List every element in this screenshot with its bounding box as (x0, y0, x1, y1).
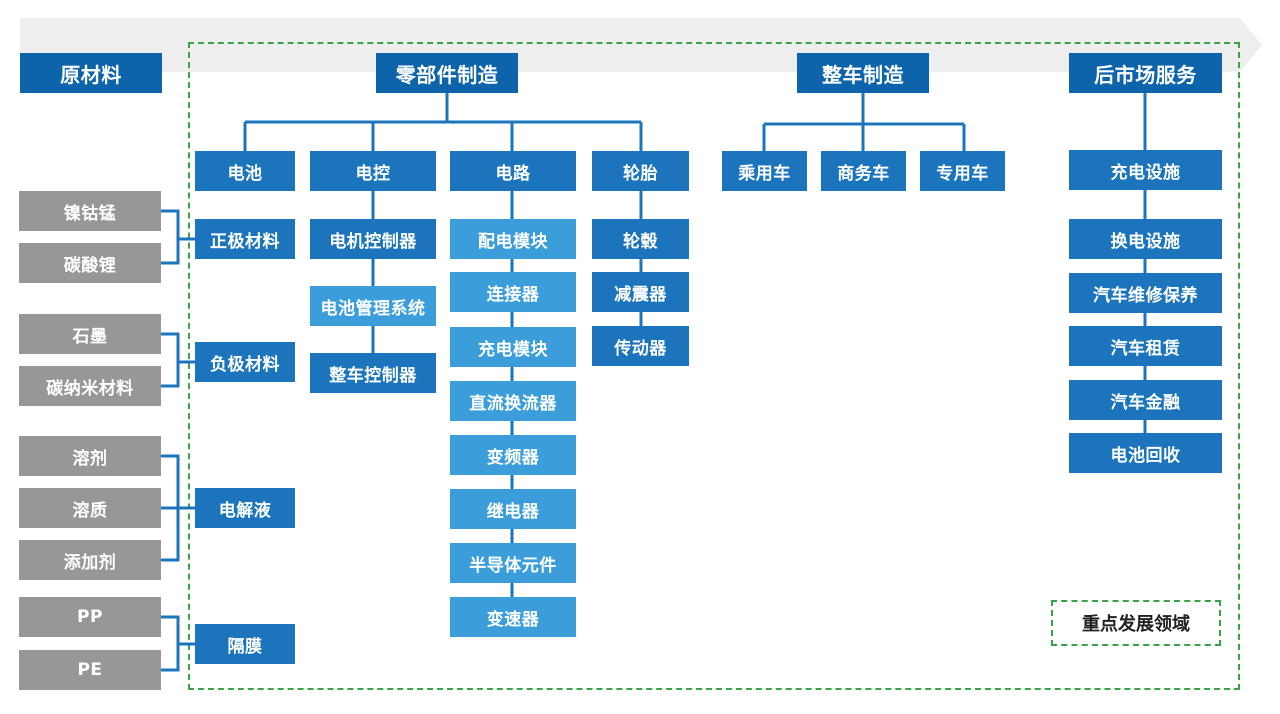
legend-focus-area: 重点发展领域 (1051, 600, 1221, 646)
raw-material-item: 镍钴锰 (19, 191, 161, 231)
raw-material-item: 添加剂 (19, 540, 161, 580)
raw-material-item: PE (19, 650, 161, 690)
circuit-item: 变速器 (450, 597, 576, 637)
aftermarket-item: 换电设施 (1069, 219, 1222, 259)
category-tire: 轮胎 (592, 151, 689, 191)
electric-control-item: 电机控制器 (310, 219, 436, 259)
header-parts-manufacturing: 零部件制造 (376, 53, 518, 93)
electric-control-item: 整车控制器 (310, 353, 436, 393)
raw-material-item: 溶剂 (19, 436, 161, 476)
battery-item: 电解液 (195, 488, 295, 528)
focus-area-frame (188, 42, 1240, 690)
raw-material-item: 碳酸锂 (19, 243, 161, 283)
tire-item: 传动器 (592, 326, 689, 366)
circuit-item: 半导体元件 (450, 543, 576, 583)
vehicle-type: 专用车 (920, 151, 1005, 191)
raw-material-item: PP (19, 597, 161, 637)
raw-material-item: 石墨 (19, 314, 161, 354)
tire-item: 轮毂 (592, 219, 689, 259)
circuit-item: 继电器 (450, 489, 576, 529)
raw-material-item: 碳纳米材料 (19, 366, 161, 406)
battery-item: 正极材料 (195, 219, 295, 259)
circuit-item: 连接器 (450, 272, 576, 312)
tire-item: 减震器 (592, 272, 689, 312)
electric-control-item: 电池管理系统 (310, 286, 436, 326)
category-electric-control: 电控 (310, 151, 436, 191)
battery-item: 隔膜 (195, 624, 295, 664)
vehicle-type: 商务车 (821, 151, 906, 191)
category-circuit: 电路 (450, 151, 576, 191)
header-aftermarket-services: 后市场服务 (1069, 53, 1222, 93)
aftermarket-item: 汽车租赁 (1069, 326, 1222, 366)
raw-material-item: 溶质 (19, 488, 161, 528)
header-raw-materials: 原材料 (20, 53, 162, 93)
circuit-item: 充电模块 (450, 327, 576, 367)
aftermarket-item: 电池回收 (1069, 433, 1222, 473)
header-vehicle-manufacturing: 整车制造 (797, 53, 929, 93)
aftermarket-item: 充电设施 (1069, 150, 1222, 190)
circuit-item: 变频器 (450, 435, 576, 475)
category-battery: 电池 (195, 151, 295, 191)
vehicle-type: 乘用车 (722, 151, 807, 191)
battery-item: 负极材料 (195, 342, 295, 382)
circuit-item: 配电模块 (450, 219, 576, 259)
aftermarket-item: 汽车金融 (1069, 380, 1222, 420)
aftermarket-item: 汽车维修保养 (1069, 273, 1222, 313)
circuit-item: 直流换流器 (450, 381, 576, 421)
